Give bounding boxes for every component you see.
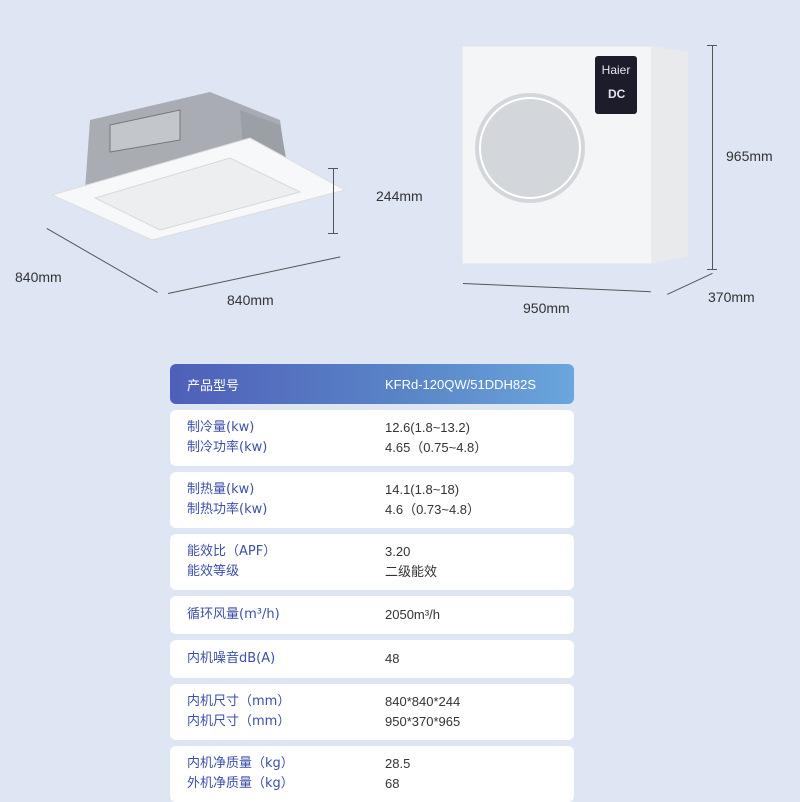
spec-group-heating: 制热量(kw) 14.1(1.8~18) 制热功率(kw) 4.6（0.73~4.8…	[170, 472, 574, 528]
spec-group-weight: 内机净质量（kg） 28.5 外机净质量（kg） 68	[170, 746, 574, 802]
spec-label: 内机噪音dB(A)	[187, 651, 276, 666]
spec-group-airflow: 循环风量(m³/h) 2050m³/h	[170, 596, 574, 634]
indoor-width-label: 840mm	[227, 292, 274, 308]
spec-value: 68	[385, 776, 400, 791]
dc-badge: DC	[608, 87, 626, 101]
spec-table: 产品型号 KFRd-120QW/51DDH82S 制冷量(kw) 12.6(1.8…	[170, 364, 574, 802]
spec-value: 950*370*965	[385, 714, 461, 729]
spec-label: 内机尺寸（mm）	[187, 694, 291, 709]
spec-label: 内机净质量（kg）	[187, 756, 294, 771]
spec-group-size: 内机尺寸（mm） 840*840*244 内机尺寸（mm） 950*370*965	[170, 684, 574, 740]
spec-value: 二级能效	[385, 564, 438, 579]
spec-value: 2050m³/h	[385, 607, 440, 622]
spec-label: 能效等级	[187, 564, 240, 579]
spec-value: 28.5	[385, 756, 411, 771]
indoor-height-label: 244mm	[376, 188, 423, 204]
spec-label: 制冷功率(kw)	[187, 440, 268, 455]
brand-logo: Haier	[602, 63, 631, 77]
spec-value: 4.65（0.75~4.8）	[385, 440, 488, 455]
outdoor-height-label: 965mm	[726, 148, 773, 164]
model-label: 产品型号	[187, 378, 240, 394]
outdoor-depth-label: 370mm	[708, 289, 755, 305]
spec-label: 制热功率(kw)	[187, 502, 268, 517]
spec-group-noise: 内机噪音dB(A) 48	[170, 640, 574, 678]
spec-label: 外机净质量（kg）	[187, 776, 294, 791]
model-value: KFRd-120QW/51DDH82S	[385, 376, 536, 392]
spec-label: 循环风量(m³/h)	[187, 607, 280, 622]
spec-label: 制冷量(kw)	[187, 420, 255, 435]
spec-group-cooling: 制冷量(kw) 12.6(1.8~13.2) 制冷功率(kw) 4.65（0.75~…	[170, 410, 574, 466]
spec-value: 12.6(1.8~13.2)	[385, 420, 470, 435]
spec-value: 4.6（0.73~4.8）	[385, 502, 481, 517]
spec-value: 3.20	[385, 544, 411, 559]
spec-label: 制热量(kw)	[187, 482, 255, 497]
outdoor-width-label: 950mm	[523, 300, 570, 316]
spec-value: 48	[385, 651, 400, 666]
outdoor-unit-image: Haier DC	[461, 45, 688, 265]
spec-value: 14.1(1.8~18)	[385, 482, 460, 497]
spec-group-efficiency: 能效比（APF） 3.20 能效等级 二级能效	[170, 534, 574, 590]
spec-value: 840*840*244	[385, 694, 461, 709]
spec-label: 内机尺寸（mm）	[187, 714, 291, 729]
indoor-depth-label: 840mm	[15, 269, 62, 285]
spec-label: 能效比（APF）	[187, 544, 277, 559]
indoor-cassette-unit-image	[50, 92, 347, 241]
spec-table-header: 产品型号 KFRd-120QW/51DDH82S	[170, 364, 574, 404]
